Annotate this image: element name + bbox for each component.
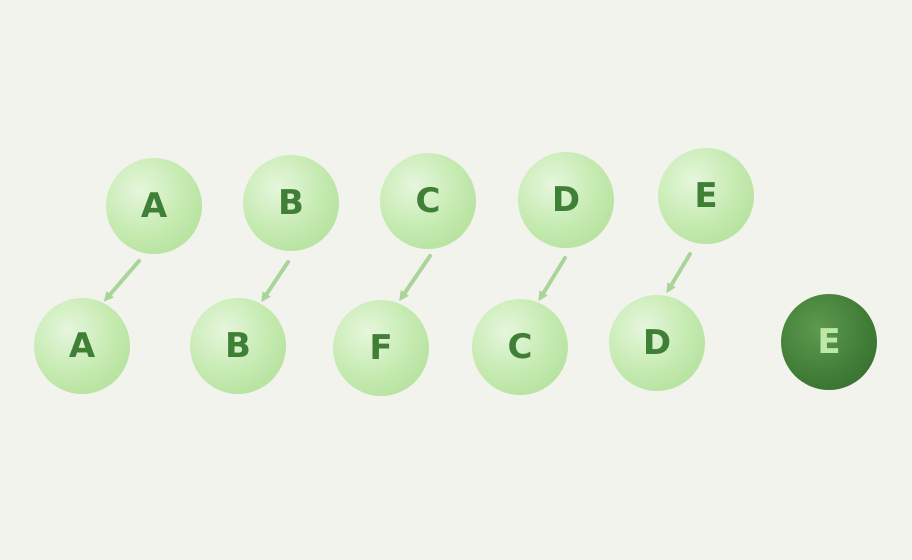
bottom-node-f-label: F [369, 328, 393, 368]
bottom-node-c: C [472, 299, 568, 395]
top-node-b: B [243, 155, 339, 251]
bottom-node-b: B [190, 298, 286, 394]
bottom-node-e-label: E [817, 322, 841, 362]
top-node-d: D [518, 152, 614, 248]
top-node-b-label: B [278, 183, 304, 223]
top-node-a-label: A [140, 186, 168, 226]
arrow-c-to-f [399, 254, 432, 302]
bottom-node-c-label: C [507, 327, 533, 367]
arrow-e-to-d [666, 252, 692, 294]
bottom-node-d-label: D [642, 323, 672, 363]
bottom-node-f: F [333, 300, 429, 396]
top-node-e: E [658, 148, 754, 244]
arrow-b-to-b [261, 260, 290, 303]
bottom-node-e-highlighted: E [781, 294, 877, 390]
bottom-node-d: D [609, 295, 705, 391]
top-node-c: C [380, 153, 476, 249]
top-node-e-label: E [694, 176, 718, 216]
bottom-node-a: A [34, 298, 130, 394]
arrow-a-to-a [103, 259, 141, 302]
top-node-c-label: C [415, 181, 441, 221]
top-node-d-label: D [551, 180, 581, 220]
bottom-node-b-label: B [225, 326, 251, 366]
arrow-d-to-c [538, 256, 567, 302]
top-node-a: A [106, 158, 202, 254]
bottom-node-a-label: A [68, 326, 96, 366]
